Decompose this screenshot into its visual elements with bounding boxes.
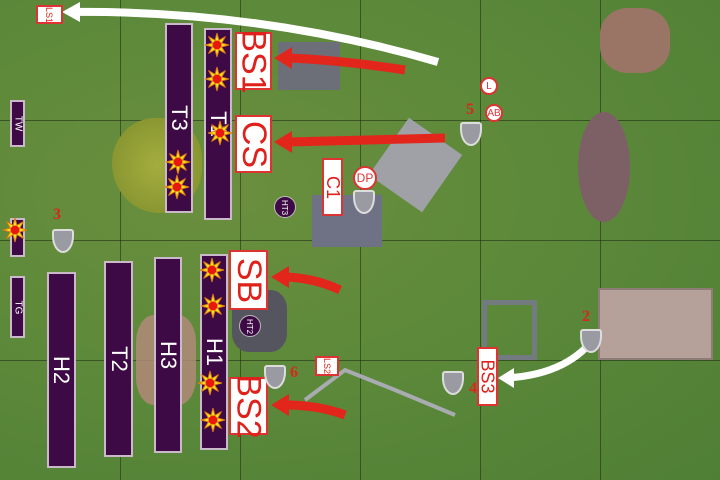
objective-shield-icon[interactable] — [353, 190, 375, 214]
objective-shield-icon[interactable] — [580, 329, 602, 353]
grid-line — [0, 360, 720, 361]
explosion-core — [205, 378, 215, 388]
explosion-core — [10, 225, 20, 235]
bubble-dp[interactable]: DP — [353, 166, 377, 190]
objective-number: 4 — [469, 380, 477, 397]
arrowhead — [271, 266, 289, 288]
unit-tg[interactable]: TG — [10, 276, 25, 338]
unit-t2[interactable]: T2 — [104, 261, 133, 457]
objective-number: 6 — [290, 364, 298, 381]
enemy-sb[interactable]: SB — [229, 250, 268, 310]
charge-arrow — [287, 53, 406, 75]
arrowhead — [274, 47, 292, 69]
enemy-ls2[interactable]: LS2 — [315, 356, 339, 376]
arrowhead — [62, 2, 80, 22]
enemy-bs3[interactable]: BS3 — [477, 347, 498, 406]
bubble-l[interactable]: L — [480, 77, 498, 95]
objective-number: 3 — [53, 206, 61, 223]
ruin-terrain — [482, 300, 537, 360]
objective-shield-icon[interactable] — [460, 122, 482, 146]
enemy-cs[interactable]: CS — [235, 115, 273, 173]
bubble-ab[interactable]: AB — [485, 104, 503, 122]
objective-shield-icon[interactable] — [52, 229, 74, 253]
marker-ht2[interactable]: HT2 — [239, 315, 261, 337]
explosion-core — [212, 40, 222, 50]
ruined-building-terrain — [598, 288, 713, 360]
crater-terrain — [578, 112, 630, 222]
arrowhead — [498, 368, 514, 388]
objective-number: 5 — [466, 101, 474, 118]
explosion-core — [172, 182, 182, 192]
explosion-core — [212, 74, 222, 84]
enemy-ls1[interactable]: LS1 — [36, 5, 63, 24]
objective-number: 2 — [582, 308, 590, 325]
unit-h2[interactable]: H2 — [47, 272, 76, 468]
explosion-core — [208, 301, 218, 311]
rocky-outcrop-terrain — [600, 8, 670, 73]
marker-ht3[interactable]: HT3 — [274, 196, 296, 218]
explosion-core — [173, 157, 183, 167]
charge-arrow — [284, 272, 342, 295]
explosion-core — [215, 128, 225, 138]
explosion-core — [207, 265, 217, 275]
grid-line — [0, 120, 720, 121]
unit-tw[interactable]: TW — [10, 100, 25, 147]
explosion-core — [208, 415, 218, 425]
unit-t1[interactable]: T1 — [204, 28, 232, 220]
enemy-c1[interactable]: C1 — [322, 158, 343, 216]
enemy-bs1[interactable]: BS1 — [235, 28, 274, 94]
arrowhead — [274, 131, 292, 153]
wall-terrain — [303, 367, 456, 417]
enemy-bs2[interactable]: BS2 — [229, 373, 269, 439]
charge-arrow — [284, 400, 347, 420]
objective-shield-icon[interactable] — [442, 371, 464, 395]
arrowhead — [271, 394, 289, 416]
charge-arrow — [287, 133, 446, 147]
movement-arrow — [69, 7, 440, 66]
objective-shield-icon[interactable] — [264, 365, 286, 389]
unit-h3[interactable]: H3 — [154, 257, 182, 453]
